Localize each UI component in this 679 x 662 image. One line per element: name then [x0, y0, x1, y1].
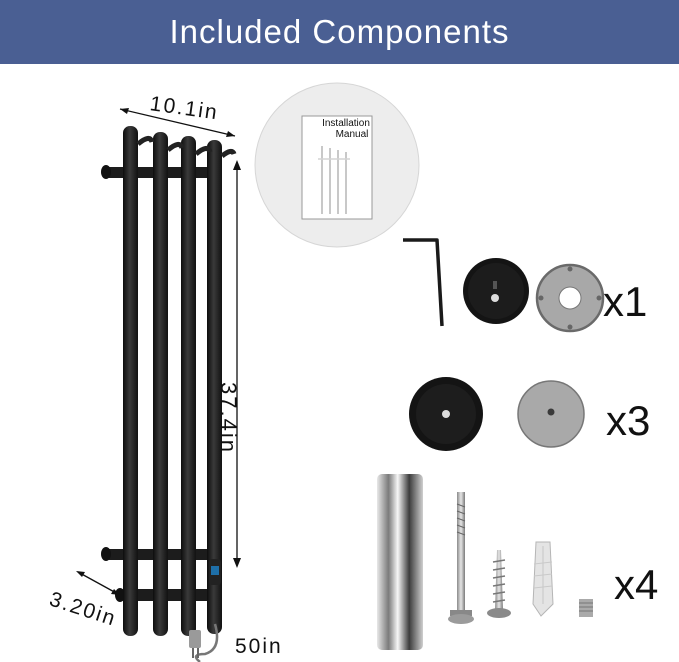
quantity-x3: x3 — [606, 397, 651, 444]
chrome-sleeve — [377, 474, 423, 650]
top-mount-cover — [463, 258, 529, 324]
set-screw — [579, 599, 593, 617]
long-screw — [448, 492, 474, 624]
manual-title-line1: Installation — [322, 118, 370, 129]
height-dimension-arrow — [233, 160, 241, 568]
quantity-x4: x4 — [614, 561, 659, 608]
lower-mount-cover — [409, 377, 483, 451]
manual-title: Installation Manual — [311, 118, 381, 140]
wall-anchor — [532, 541, 554, 617]
page-title: Included Components — [169, 13, 510, 50]
header-banner: Included Components — [0, 0, 679, 64]
product-drawing — [76, 82, 605, 662]
width-dimension-arrow — [119, 108, 236, 137]
installation-manual — [254, 82, 420, 248]
components-illustration: Installation Manual 10.1in 37.4in 3.20in… — [0, 64, 679, 662]
manual-title-line2: Manual — [335, 129, 369, 140]
allen-key-icon — [403, 238, 444, 327]
wood-screw — [487, 550, 511, 618]
height-label: 37.4in — [216, 382, 241, 454]
depth-dimension-arrow — [76, 571, 120, 595]
quantity-x1: x1 — [603, 278, 648, 325]
towel-rack — [101, 126, 237, 662]
top-mount-plate — [535, 263, 605, 333]
lower-mount-plate — [517, 380, 585, 448]
cable-length-label: 50in — [235, 635, 283, 658]
